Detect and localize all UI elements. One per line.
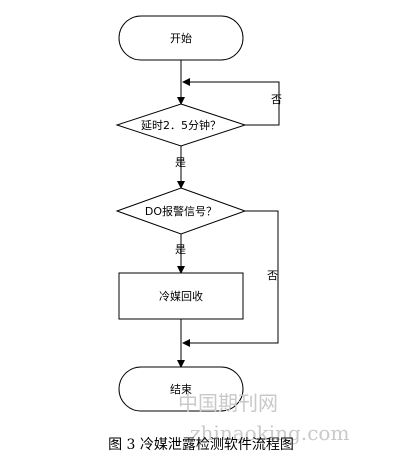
do-alarm-label: DO报警信号？ (145, 204, 217, 218)
recover-label: 冷媒回收 (159, 289, 203, 303)
end-label: 结束 (170, 383, 192, 396)
alarm-yes-label: 是 (175, 243, 186, 256)
delay-label: 延时2．5分钟？ (141, 118, 221, 132)
edge-alarm-no (182, 210, 279, 347)
edge-delay-no-loop (182, 78, 280, 126)
delay-yes-label: 是 (175, 156, 186, 169)
delay-no-label: 否 (271, 93, 282, 106)
watermark-cn: 中国期刊网 (178, 391, 278, 415)
recover-process (118, 272, 244, 320)
figure-caption: 图 3 冷媒泄露检测软件流程图 (108, 437, 294, 453)
end-node (118, 366, 244, 412)
watermark-url: zhinaoking.com (190, 421, 349, 445)
start-label: 开始 (170, 31, 192, 45)
alarm-no-label: 否 (267, 269, 278, 282)
